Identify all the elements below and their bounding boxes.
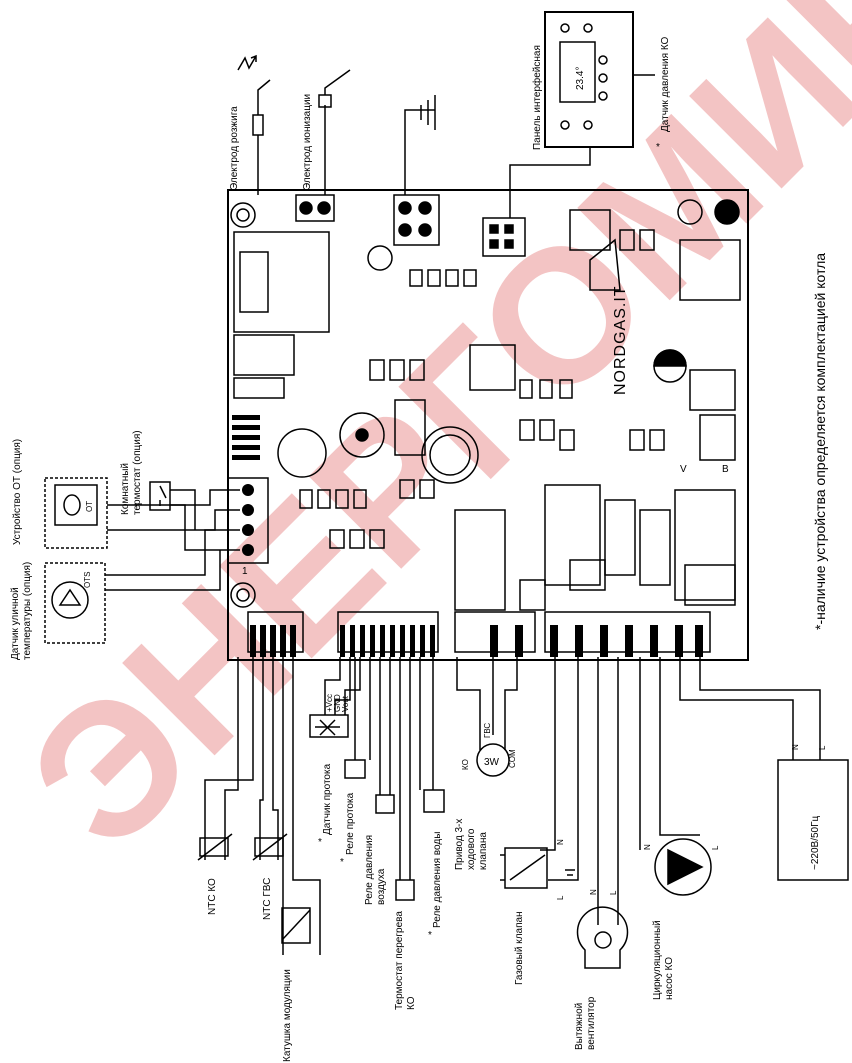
label-pressure-sensor-ko: Датчик давления КО	[660, 36, 671, 132]
electrodes	[237, 54, 436, 195]
interface-panel	[509, 11, 655, 218]
label-ionization-electrode: Электрод ионизации	[302, 94, 313, 190]
label-v: V	[680, 464, 687, 475]
brand-logo: NORDGAS.IT	[612, 285, 629, 395]
label-drive-2: ходового	[466, 828, 477, 870]
label-flow-relay-star: *	[340, 857, 344, 868]
label-overheat-1: Термостат перегрева	[394, 911, 405, 1010]
label-valve-3w: 3W	[484, 757, 500, 768]
footnote-line: *-наличие устройства определяется компле…	[812, 253, 828, 630]
label-water-relay-star: *	[428, 930, 432, 941]
label-fan-l: L	[609, 890, 618, 895]
label-one: 1	[242, 566, 248, 577]
label-gas-n: N	[556, 839, 565, 845]
label-gas-l: L	[556, 895, 565, 900]
label-pump-2: насос КО	[664, 957, 675, 1000]
label-vout: Vout	[341, 695, 350, 712]
label-b: B	[722, 464, 729, 475]
label-power: ~220В/50Гц	[810, 815, 821, 870]
label-outdoor-sensor-1: Датчик уличной	[10, 587, 21, 660]
label-air-relay-2: воздуха	[376, 868, 387, 905]
label-flow-sensor: Датчик протока	[322, 763, 333, 835]
label-air-relay-1: Реле давления	[364, 835, 375, 905]
label-overheat-2: КО	[406, 996, 417, 1010]
label-drive-3: клапана	[478, 832, 489, 870]
label-ko: КО	[461, 759, 470, 770]
label-ots-tag: OTS	[83, 572, 92, 588]
label-fan-n: N	[589, 889, 598, 895]
label-power-l: L	[818, 745, 827, 750]
label-fan-1: Вытяжной	[574, 1003, 585, 1050]
label-modulation-coil: Катушка модуляции	[282, 969, 293, 1062]
left-devices	[44, 477, 240, 644]
label-gnd: GND	[333, 694, 342, 712]
watermark: ЭНЕРГОМИР	[0, 0, 852, 889]
label-ntc-gvs: NTC ГВС	[262, 878, 273, 920]
label-pressure-sensor-star: *	[656, 142, 660, 153]
label-room-thermostat-2: термостат (опция)	[132, 430, 143, 515]
bottom-peripherals	[197, 657, 849, 969]
label-ot-tag: OT	[85, 501, 94, 512]
label-interface-panel: Панель интерфейсная	[531, 45, 543, 150]
label-room-thermostat-1: Комнатный	[120, 463, 131, 515]
label-flow-relay: Реле протока	[345, 792, 356, 855]
label-gas-valve: Газовый клапан	[514, 911, 525, 985]
label-ntc-ko: NTC КО	[207, 878, 218, 915]
label-drive-1: Привод 3-х	[454, 819, 465, 870]
label-ot-device: Устройство ОТ (опция)	[12, 439, 23, 545]
label-pump-1: Циркуляционный	[652, 920, 663, 1000]
label-gvs: ГВС	[483, 723, 492, 738]
label-pump-n: N	[643, 844, 652, 850]
label-pump-l: L	[711, 845, 720, 850]
label-fan-2: вентилятор	[586, 996, 597, 1050]
label-power-n: N	[791, 744, 800, 750]
label-outdoor-sensor-2: температуры (опция)	[22, 562, 33, 660]
label-com: COM	[508, 749, 517, 768]
display-readout: 23.4°	[575, 67, 586, 90]
label-water-relay: Реле давления воды	[432, 832, 443, 928]
label-ignition-electrode: Электрод розжига	[229, 106, 240, 190]
label-vcc: +Vcc	[325, 694, 334, 712]
label-flow-sensor-star: *	[318, 837, 322, 848]
bottom-connector-pins	[232, 415, 703, 657]
